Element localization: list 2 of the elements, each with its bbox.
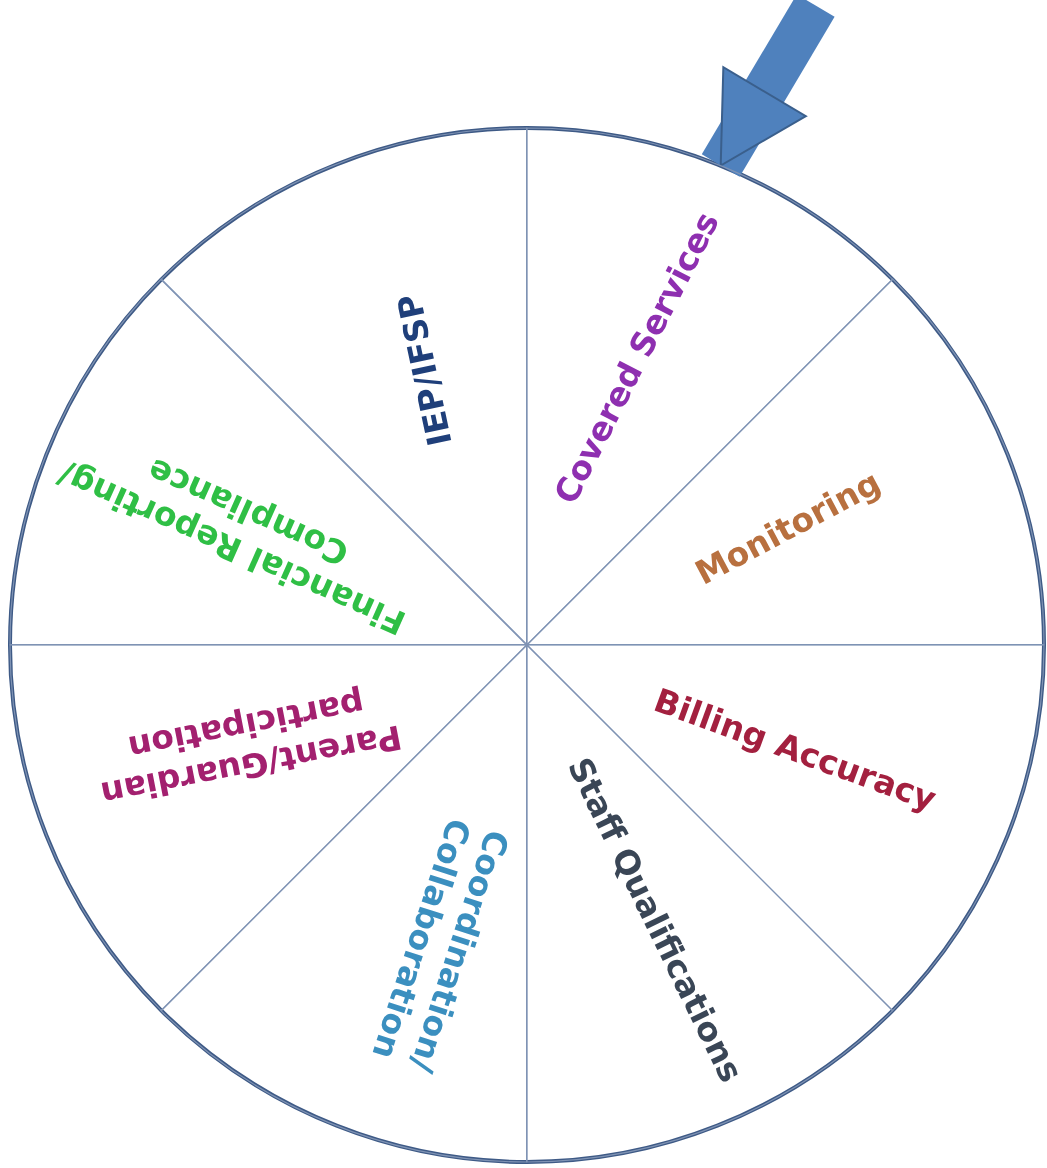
segment-label: IEP/IFSP bbox=[388, 289, 461, 452]
block-arrow bbox=[701, 0, 835, 177]
